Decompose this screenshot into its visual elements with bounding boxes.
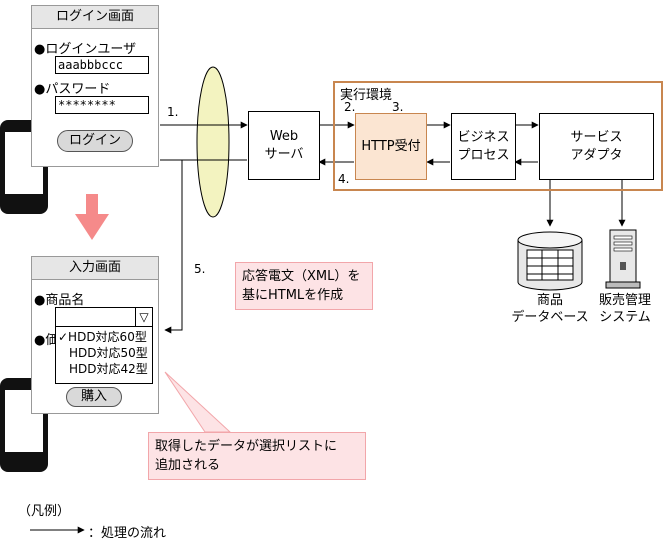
- exec-env-frame: [333, 81, 663, 191]
- price-label: ●価: [34, 333, 59, 348]
- html-response-arrow: [164, 160, 183, 334]
- note-xml-to-html: 応答電文（XML）を 基にHTMLを作成: [235, 262, 373, 310]
- sales-label-line2: システム: [599, 310, 651, 325]
- adapter-line2: アダプタ: [570, 147, 623, 163]
- note-xml-line1: 応答電文（XML）を: [242, 269, 361, 284]
- http-receiver-box: HTTP受付: [355, 113, 427, 180]
- password-input[interactable]: ********: [55, 96, 149, 114]
- password-label: ●パスワード: [34, 82, 111, 97]
- sales-system-label: 販売管理 システム: [585, 292, 665, 326]
- buy-button[interactable]: 購入: [66, 387, 122, 407]
- sales-label-line1: 販売管理: [598, 293, 651, 308]
- product-option-42[interactable]: HDD対応42型: [69, 362, 148, 376]
- legend-flow-label: ：処理の流れ: [88, 526, 167, 541]
- database-label: 商品 データベース: [495, 292, 605, 326]
- web-server-line1: Web: [269, 128, 299, 144]
- dropdown-arrow-icon[interactable]: ▽: [135, 308, 152, 326]
- biz-line1: ビジネス: [457, 129, 510, 145]
- login-button[interactable]: ログイン: [57, 130, 133, 152]
- login-user-label: ●ログインユーザ: [34, 42, 137, 57]
- web-server-line2: サーバ: [264, 146, 304, 162]
- product-option-list: ✓HDD対応60型 HDD対応50型 HDD対応42型: [55, 326, 153, 384]
- biz-line2: プロセス: [457, 147, 510, 163]
- service-adapter-box: サービス アダプタ: [539, 113, 654, 180]
- database-icon: [517, 231, 583, 291]
- login-screen: ログイン画面 ●ログインユーザ aaabbbccc ●パスワード *******…: [31, 5, 159, 167]
- input-screen-title: 入力画面: [32, 257, 158, 280]
- login-user-input[interactable]: aaabbbccc: [55, 56, 149, 74]
- database-label-line2: データベース: [511, 310, 589, 325]
- network-ellipse: [196, 66, 230, 218]
- step-4-label: 4.: [338, 172, 350, 186]
- step-3-label: 3.: [392, 100, 404, 114]
- step-1-label: 1.: [167, 105, 179, 119]
- input-screen: 入力画面 ●商品名 ●価 ▽ ✓HDD対応60型 HDD対応50型 HDD対応4…: [31, 256, 159, 414]
- business-process-box: ビジネス プロセス: [451, 113, 516, 180]
- screen-transition-arrow: [75, 194, 109, 240]
- http-receiver-label: HTTP受付: [361, 138, 421, 154]
- web-server-box: Web サーバ: [248, 111, 320, 180]
- note-list-line1: 取得したデータが選択リストに: [155, 439, 338, 454]
- product-select[interactable]: ▽: [55, 307, 153, 327]
- login-screen-title: ログイン画面: [32, 6, 158, 29]
- note-list-pointer: [164, 371, 232, 433]
- step-2-label: 2.: [344, 100, 356, 114]
- product-name-label: ●商品名: [34, 293, 85, 308]
- database-label-line1: 商品: [536, 293, 563, 308]
- legend-title: （凡例）: [18, 504, 71, 519]
- note-list-line2: 追加される: [155, 458, 221, 473]
- exec-env-label: 実行環境: [340, 88, 393, 103]
- step-5-label: 5.: [194, 262, 206, 276]
- server-icon: [605, 229, 641, 289]
- note-xml-line2: 基にHTMLを作成: [242, 288, 344, 303]
- product-option-60[interactable]: ✓HDD対応60型: [58, 330, 147, 344]
- adapter-line1: サービス: [570, 129, 623, 145]
- product-option-50[interactable]: HDD対応50型: [69, 346, 148, 360]
- note-list-added: 取得したデータが選択リストに 追加される: [148, 432, 366, 480]
